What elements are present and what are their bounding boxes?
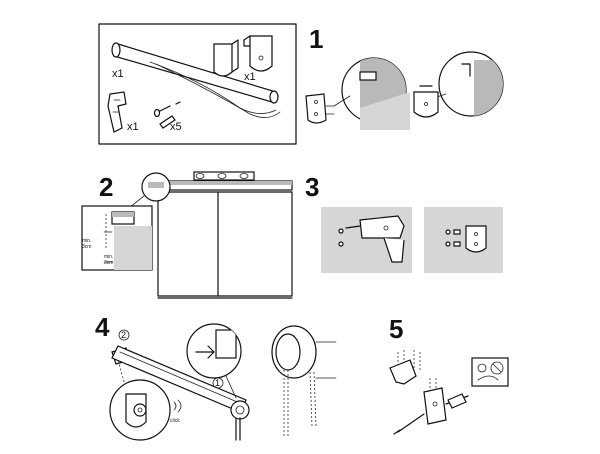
screws-and-plugs [153, 101, 181, 129]
step-5-number: 5 [389, 314, 403, 344]
screws-quantity: x5 [170, 121, 182, 133]
tube-quantity: x1 [112, 68, 124, 80]
plugs-icon [445, 225, 487, 253]
step-3-drilling [321, 207, 503, 273]
brackets-quantity: x1 [244, 71, 256, 83]
drill-icon [345, 215, 405, 263]
step-2-window-diagram: min. 3cm min. 3cm [81, 171, 293, 299]
chain-control [271, 325, 337, 436]
step-2-number: 2 [99, 172, 113, 202]
step-4-number: 4 [95, 312, 110, 342]
chain-clip [107, 91, 127, 133]
callout-1-label: 1 [215, 378, 220, 388]
chain-clip-quantity: x1 [127, 121, 139, 133]
child-safety-icon [471, 357, 509, 387]
step-1-number: 1 [309, 24, 323, 54]
step-4-install-tube: 2 1 clic [109, 323, 250, 441]
click-label: click [170, 418, 180, 424]
spirit-level [193, 171, 255, 181]
step-1-bracket-detail [305, 51, 504, 130]
step-3-number: 3 [305, 172, 319, 202]
parts-panel: x1 x1 x1 x5 [98, 23, 297, 145]
min-label-b: min. [104, 254, 113, 260]
min-value-a: 3cm [82, 244, 91, 250]
wall-brackets [213, 35, 273, 77]
min-label-a: min. [82, 238, 91, 244]
parts-frame [98, 23, 297, 145]
callout-2-label: 2 [121, 330, 126, 340]
step-5-chain-clip [389, 350, 509, 435]
measurement-detail: min. 3cm min. 3cm [81, 205, 153, 271]
callout-2 [118, 329, 130, 341]
min-value-b: 3cm [104, 260, 113, 266]
